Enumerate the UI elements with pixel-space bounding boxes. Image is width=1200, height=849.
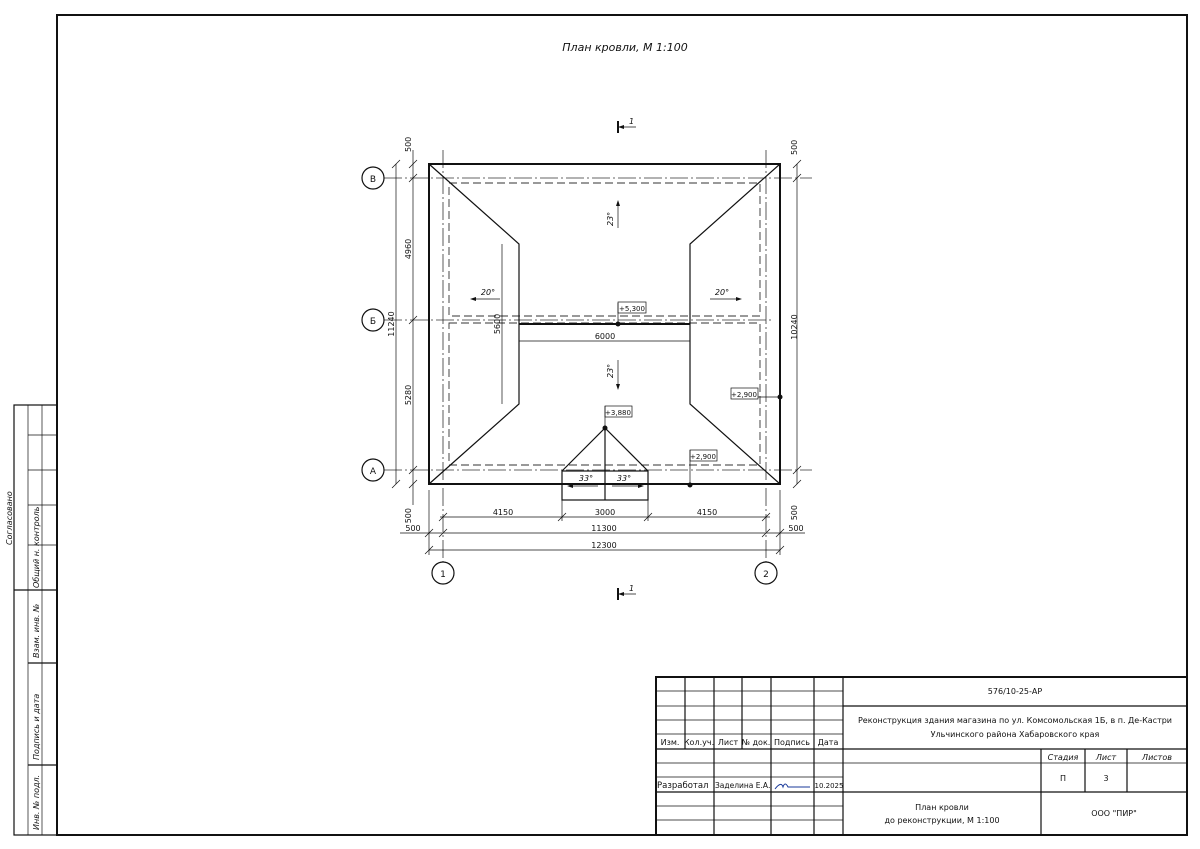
author-name: Заделина Е.А. (715, 781, 770, 790)
roof-outline (428, 163, 783, 501)
dim-left-total: 11240 (387, 311, 396, 336)
dim-overhang-left: 500 (405, 524, 420, 533)
sheet-name-line-2: до реконструкции, М 1:100 (884, 816, 999, 825)
date-value: 10.2025 (815, 782, 844, 790)
header-doc-no: № док. (742, 738, 771, 747)
slope-left: 20° (470, 288, 500, 301)
axis-marker-b: Б (361, 308, 385, 332)
dim-right-bottom-overhang: 500 (790, 505, 799, 520)
doc-code: 576/10-25-АР (988, 687, 1043, 696)
axis-marker-1: 1 (431, 561, 455, 585)
dim-bottom-left: 4150 (493, 508, 513, 517)
label: 23° (606, 212, 615, 226)
header-izm: Изм. (661, 738, 680, 747)
sheets-header: Листов (1141, 753, 1172, 762)
stamp-inv-replace: Взам. инв. № (32, 604, 41, 658)
dim-overhang-right: 500 (788, 524, 803, 533)
sheet-value: 3 (1103, 774, 1108, 783)
label: 2 (763, 570, 769, 580)
label: 20° (715, 288, 729, 297)
label: 20° (481, 288, 495, 297)
section-mark-bottom: 1 (617, 584, 636, 600)
dim-bottom-mid: 3000 (595, 508, 615, 517)
header-kol-uch: Кол.уч. (684, 738, 714, 747)
axis-marker-a: А (361, 458, 385, 482)
grid-axes: В Б А 1 2 (361, 150, 812, 585)
label: 23° (606, 364, 615, 378)
slope-porch-left: 33° (567, 474, 598, 488)
label: +5,300 (619, 305, 645, 313)
label: 1 (629, 584, 634, 593)
label: 33° (617, 474, 631, 483)
dim-left-top-overhang: 500 (404, 137, 413, 152)
dim-right-total: 10240 (790, 314, 799, 339)
label: Б (370, 317, 376, 327)
dim-hip: 5600 (493, 314, 502, 334)
label: А (370, 467, 377, 477)
elevation-eave-front: +2,900 (689, 449, 718, 485)
side-stamp: Согласовано Общий н. контроль Взам. инв.… (5, 404, 58, 836)
header-signature: Подпись (774, 738, 810, 747)
dim-left-bb-a: 5280 (404, 385, 413, 405)
stamp-sign-date: Подпись и дата (32, 694, 41, 760)
label: 33° (579, 474, 593, 483)
dim-overall: 12300 (591, 541, 616, 550)
dim-right-top-overhang: 500 (790, 140, 799, 155)
slope-right: 20° (710, 288, 742, 301)
section-mark-top: 1 (617, 117, 636, 133)
dimensions: 5600 6000 500 4960 5280 500 11240 500 10… (387, 137, 805, 555)
stamp-inv-orig: Инв. № подл. (32, 775, 41, 830)
header-list: Лист (718, 738, 739, 747)
header-date: Дата (818, 738, 839, 747)
stamp-norm-control: Общий н. контроль (32, 506, 41, 588)
label: +2,900 (690, 453, 716, 461)
project-line-2: Ульчинского района Хабаровского края (931, 730, 1100, 739)
sheet-frame (56, 14, 1188, 836)
label: +2,900 (731, 391, 757, 399)
drawing-title: План кровли, М 1:100 (562, 41, 687, 54)
elevation-eave-right: +2,900 (730, 387, 780, 400)
dim-bottom-right: 4150 (697, 508, 717, 517)
axis-marker-v: В (361, 166, 385, 190)
dim-axes-total: 11300 (591, 524, 616, 533)
role-label: Разработал (657, 781, 709, 791)
stage-header: Стадия (1048, 753, 1079, 762)
elevation-porch-ridge: +3,880 (604, 405, 633, 428)
dim-ridge: 6000 (595, 332, 615, 341)
slope-porch-right: 33° (612, 474, 644, 488)
label: В (370, 175, 376, 185)
dim-left-bottom-overhang: 500 (404, 508, 413, 523)
sheet-header: Лист (1095, 753, 1117, 762)
project-line-1: Реконструкция здания магазина по ул. Ком… (858, 716, 1172, 725)
elevation-ridge: +5,300 (617, 301, 647, 324)
label: +3,880 (605, 409, 631, 417)
dim-left-b-bb: 4960 (404, 239, 413, 259)
sheet-name-line-1: План кровли (915, 803, 969, 812)
axis-marker-2: 2 (754, 561, 778, 585)
slope-back: 23° (606, 200, 620, 228)
signature-image (774, 783, 810, 790)
label: 1 (440, 570, 446, 580)
stage-value: П (1060, 774, 1066, 783)
title-block: Изм. Кол.уч. Лист № док. Подпись Дата Ра… (655, 676, 1188, 836)
stamp-agreed: Согласовано (5, 491, 14, 545)
label: 1 (629, 117, 634, 126)
slope-front: 23° (606, 360, 620, 390)
company-name: ООО "ПИР" (1091, 809, 1137, 818)
